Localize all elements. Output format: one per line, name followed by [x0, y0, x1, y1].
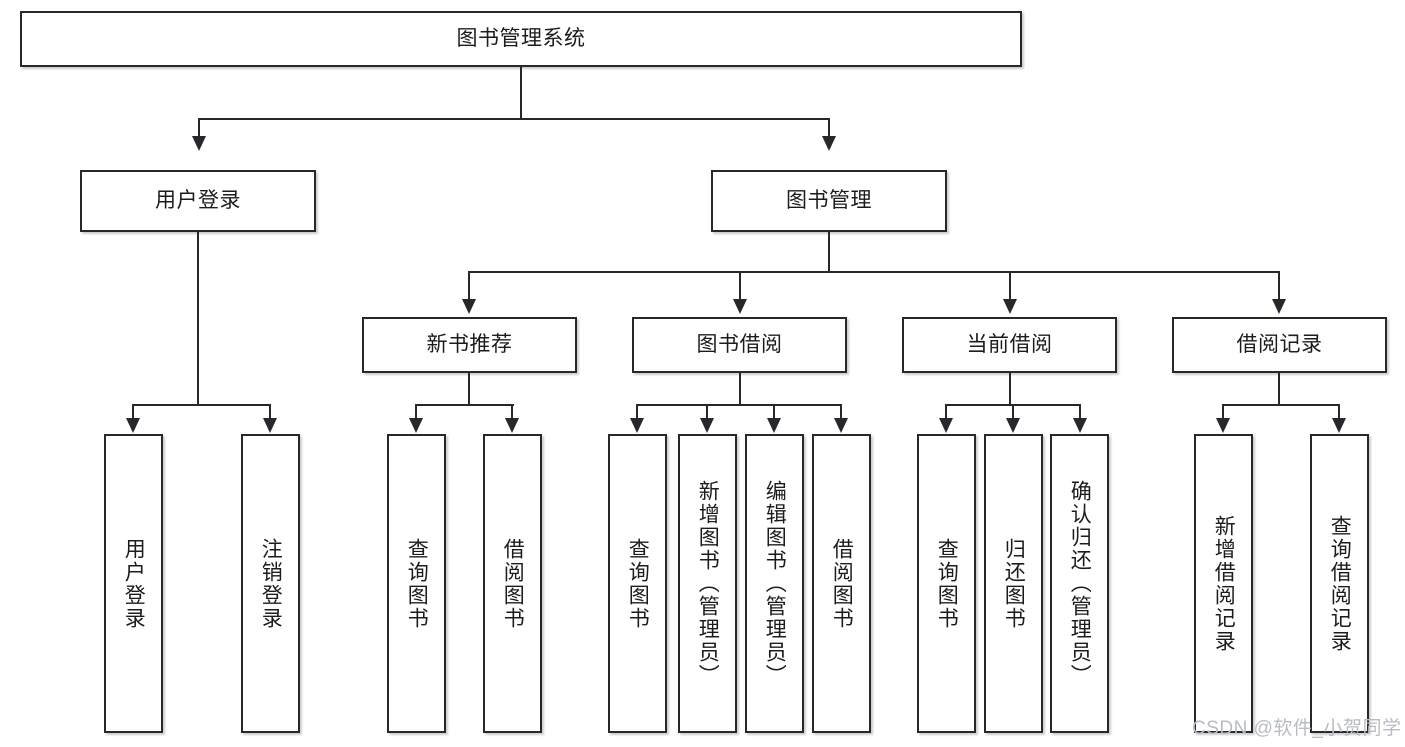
edge-user-login-bus [133, 404, 271, 406]
node-label: 归还图书 [1002, 537, 1026, 630]
node-label: 用户登录 [122, 537, 146, 630]
edge-drop-nb-leaf-2 [511, 404, 513, 420]
node-label: 图书管理 [786, 189, 872, 213]
arrowhead-current-borrow [1003, 299, 1017, 314]
edge-drop-bb-leaf-2 [706, 404, 708, 420]
arrowhead-nb-leaf-1 [409, 418, 423, 433]
leaf-edit-book-admin[interactable]: 编辑图书（管理员） [745, 434, 804, 733]
edge-book-borrow-stem [739, 373, 741, 405]
node-book-manage[interactable]: 图书管理 [711, 170, 947, 232]
edge-book-manage-stem [828, 232, 830, 272]
arrowhead-cb-leaf-1 [939, 418, 953, 433]
node-new-book-recommend[interactable]: 新书推荐 [362, 317, 577, 373]
node-label: 新增图书（管理员） [696, 480, 720, 687]
node-user-login[interactable]: 用户登录 [80, 170, 316, 232]
node-label: 查询借阅记录 [1328, 514, 1352, 653]
node-current-borrow[interactable]: 当前借阅 [902, 317, 1117, 373]
arrowhead-bb-leaf-2 [700, 418, 714, 433]
arrowhead-new-book [462, 299, 476, 314]
edge-drop-leaf-logout [269, 404, 271, 420]
arrowhead-book-manage [822, 136, 836, 151]
leaf-borrow-book-bb[interactable]: 借阅图书 [812, 434, 871, 733]
node-label: 查询图书 [626, 537, 650, 630]
edge-current-borrow-stem [1009, 373, 1011, 405]
node-label: 注销登录 [259, 537, 283, 630]
arrowhead-leaf-logout [263, 418, 277, 433]
edge-user-login-stem [197, 232, 199, 405]
edge-drop-br-leaf-1 [1222, 404, 1224, 420]
arrowhead-book-borrow [733, 299, 747, 314]
arrowhead-cb-leaf-2 [1006, 418, 1020, 433]
edge-drop-bb-leaf-3 [773, 404, 775, 420]
leaf-query-borrow-record[interactable]: 查询借阅记录 [1310, 434, 1369, 733]
arrowhead-leaf-user-login [126, 418, 140, 433]
leaf-confirm-return-admin[interactable]: 确认归还（管理员） [1050, 434, 1109, 733]
edge-drop-new-book [468, 271, 470, 301]
leaf-borrow-book-nb[interactable]: 借阅图书 [483, 434, 542, 733]
edge-drop-leaf-user-login [132, 404, 134, 420]
edge-drop-book-manage [828, 118, 830, 139]
arrowhead-cb-leaf-3 [1073, 418, 1087, 433]
arrowhead-bb-leaf-1 [630, 418, 644, 433]
edge-borrow-record-bus [1223, 404, 1340, 406]
node-label: 新增借阅记录 [1212, 514, 1236, 653]
leaf-return-book[interactable]: 归还图书 [984, 434, 1043, 733]
edge-level3-bus [468, 271, 1280, 273]
edge-drop-book-borrow [739, 271, 741, 301]
arrowhead-bb-leaf-4 [834, 418, 848, 433]
arrowhead-br-leaf-2 [1332, 418, 1346, 433]
leaf-add-book-admin[interactable]: 新增图书（管理员） [678, 434, 737, 733]
edge-drop-bb-leaf-1 [636, 404, 638, 420]
node-label: 借阅记录 [1236, 333, 1323, 357]
edge-drop-nb-leaf-1 [415, 404, 417, 420]
leaf-logout[interactable]: 注销登录 [241, 434, 300, 733]
node-label: 图书管理系统 [456, 27, 586, 51]
edge-new-book-bus [416, 404, 514, 406]
leaf-query-book-cb[interactable]: 查询图书 [917, 434, 976, 733]
node-label: 新书推荐 [426, 333, 513, 357]
edge-drop-cb-leaf-1 [945, 404, 947, 420]
leaf-query-book-bb[interactable]: 查询图书 [608, 434, 667, 733]
edge-level2-bus [199, 118, 830, 120]
node-label: 编辑图书（管理员） [763, 480, 787, 687]
node-root-system[interactable]: 图书管理系统 [20, 11, 1022, 67]
leaf-add-borrow-record[interactable]: 新增借阅记录 [1194, 434, 1253, 733]
edge-drop-cb-leaf-3 [1079, 404, 1081, 420]
node-label: 确认归还（管理员） [1068, 480, 1092, 687]
edge-new-book-stem [468, 373, 470, 405]
node-label: 查询图书 [405, 537, 429, 630]
watermark-text: CSDN @软件_小贺同学 [1192, 718, 1402, 739]
edge-drop-cb-leaf-2 [1012, 404, 1014, 420]
leaf-query-book-nb[interactable]: 查询图书 [387, 434, 446, 733]
edge-root-stem [520, 67, 522, 119]
node-label: 借阅图书 [501, 537, 525, 630]
node-label: 当前借阅 [966, 333, 1053, 357]
arrowhead-bb-leaf-3 [767, 418, 781, 433]
edge-drop-current-borrow [1009, 271, 1011, 301]
node-borrow-record[interactable]: 借阅记录 [1172, 317, 1387, 373]
node-label: 借阅图书 [830, 537, 854, 630]
edge-drop-borrow-record [1278, 271, 1280, 301]
edge-drop-br-leaf-2 [1338, 404, 1340, 420]
arrowhead-borrow-record [1272, 299, 1286, 314]
leaf-user-login[interactable]: 用户登录 [104, 434, 163, 733]
edge-drop-user-login [198, 118, 200, 139]
edge-drop-bb-leaf-4 [840, 404, 842, 420]
node-label: 图书借阅 [696, 333, 783, 357]
edge-book-borrow-bus [637, 404, 842, 406]
node-book-borrow[interactable]: 图书借阅 [632, 317, 847, 373]
node-label: 查询图书 [935, 537, 959, 630]
edge-borrow-record-stem [1278, 373, 1280, 405]
node-label: 用户登录 [155, 189, 241, 213]
arrowhead-nb-leaf-2 [505, 418, 519, 433]
arrowhead-user-login [192, 136, 206, 151]
arrowhead-br-leaf-1 [1216, 418, 1230, 433]
